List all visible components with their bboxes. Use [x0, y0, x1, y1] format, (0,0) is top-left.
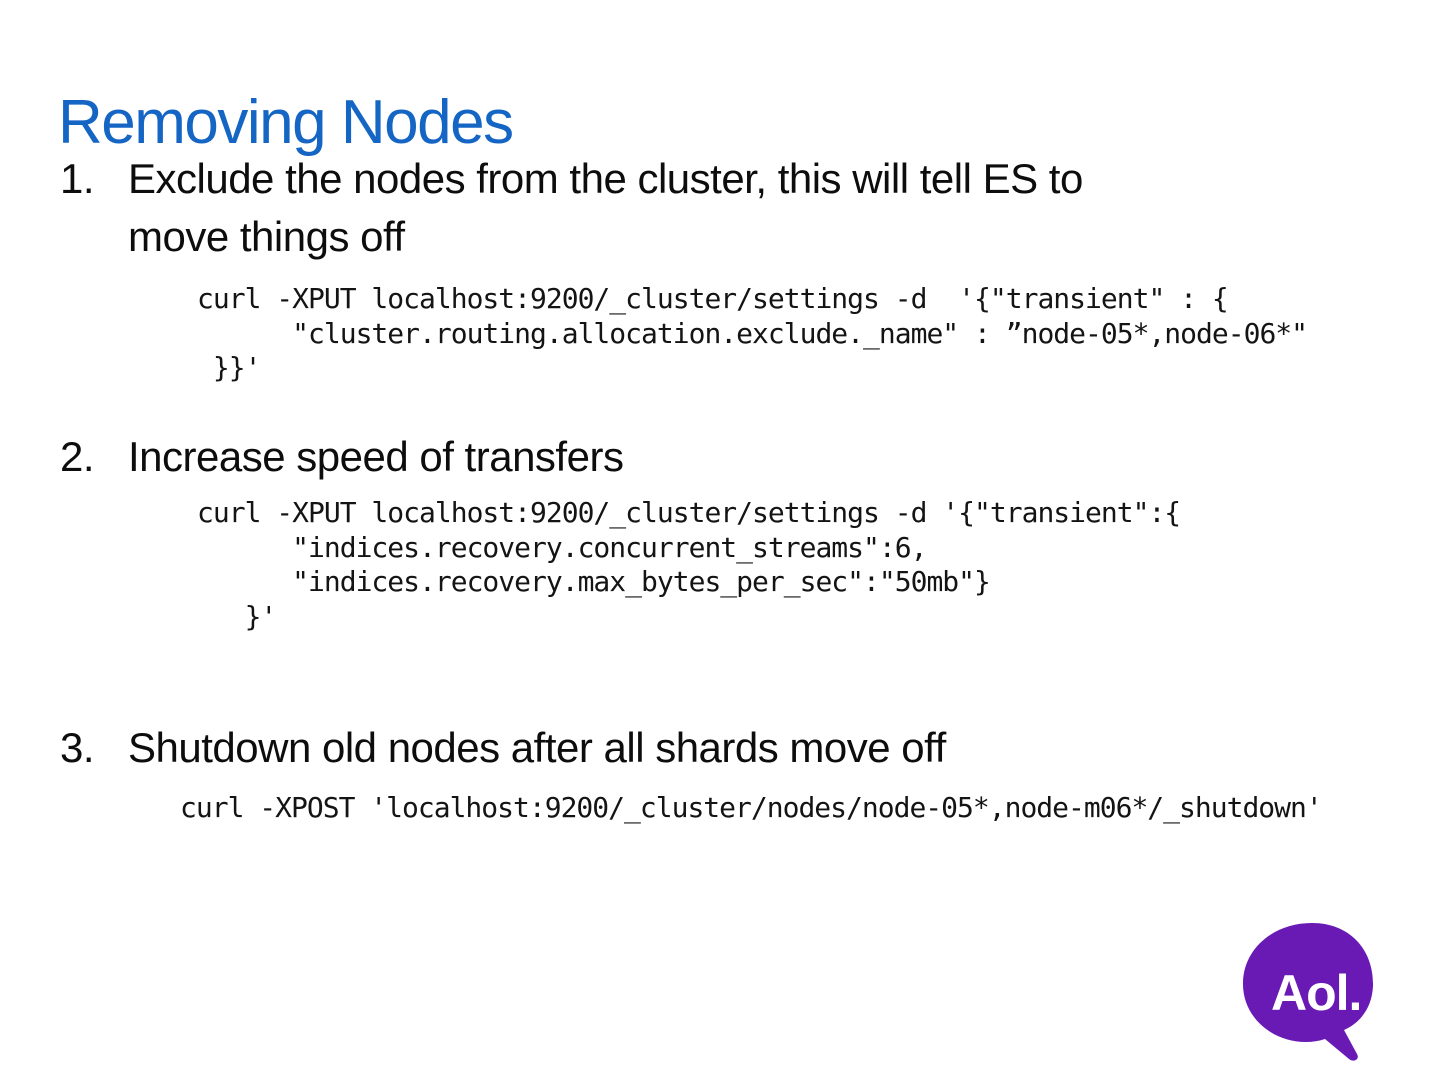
aol-logo: Aol.	[1238, 918, 1398, 1066]
list-item-number: 3.	[60, 724, 95, 771]
code-block-shutdown-nodes: curl -XPOST 'localhost:9200/_cluster/nod…	[180, 791, 1323, 824]
speech-bubble-icon	[1242, 923, 1374, 1061]
list-item-3: 3. Shutdown old nodes after all shards m…	[60, 719, 946, 777]
slide-title: Removing Nodes	[58, 87, 514, 157]
list-item-text: Exclude the nodes from the cluster, this…	[128, 155, 1083, 260]
list-item-2: 2. Increase speed of transfers	[60, 428, 624, 486]
list-item-text: Increase speed of transfers	[128, 433, 624, 480]
code-block-exclude-nodes: curl -XPUT localhost:9200/_cluster/setti…	[197, 282, 1308, 384]
list-item-number: 1.	[60, 155, 95, 202]
aol-logo-text: Aol.	[1271, 965, 1361, 1021]
list-item-text: Shutdown old nodes after all shards move…	[128, 724, 946, 771]
list-item-number: 2.	[60, 433, 95, 480]
code-block-increase-transfer-speed: curl -XPUT localhost:9200/_cluster/setti…	[197, 496, 1181, 633]
list-item-1: 1. Exclude the nodes from the cluster, t…	[60, 150, 1083, 266]
